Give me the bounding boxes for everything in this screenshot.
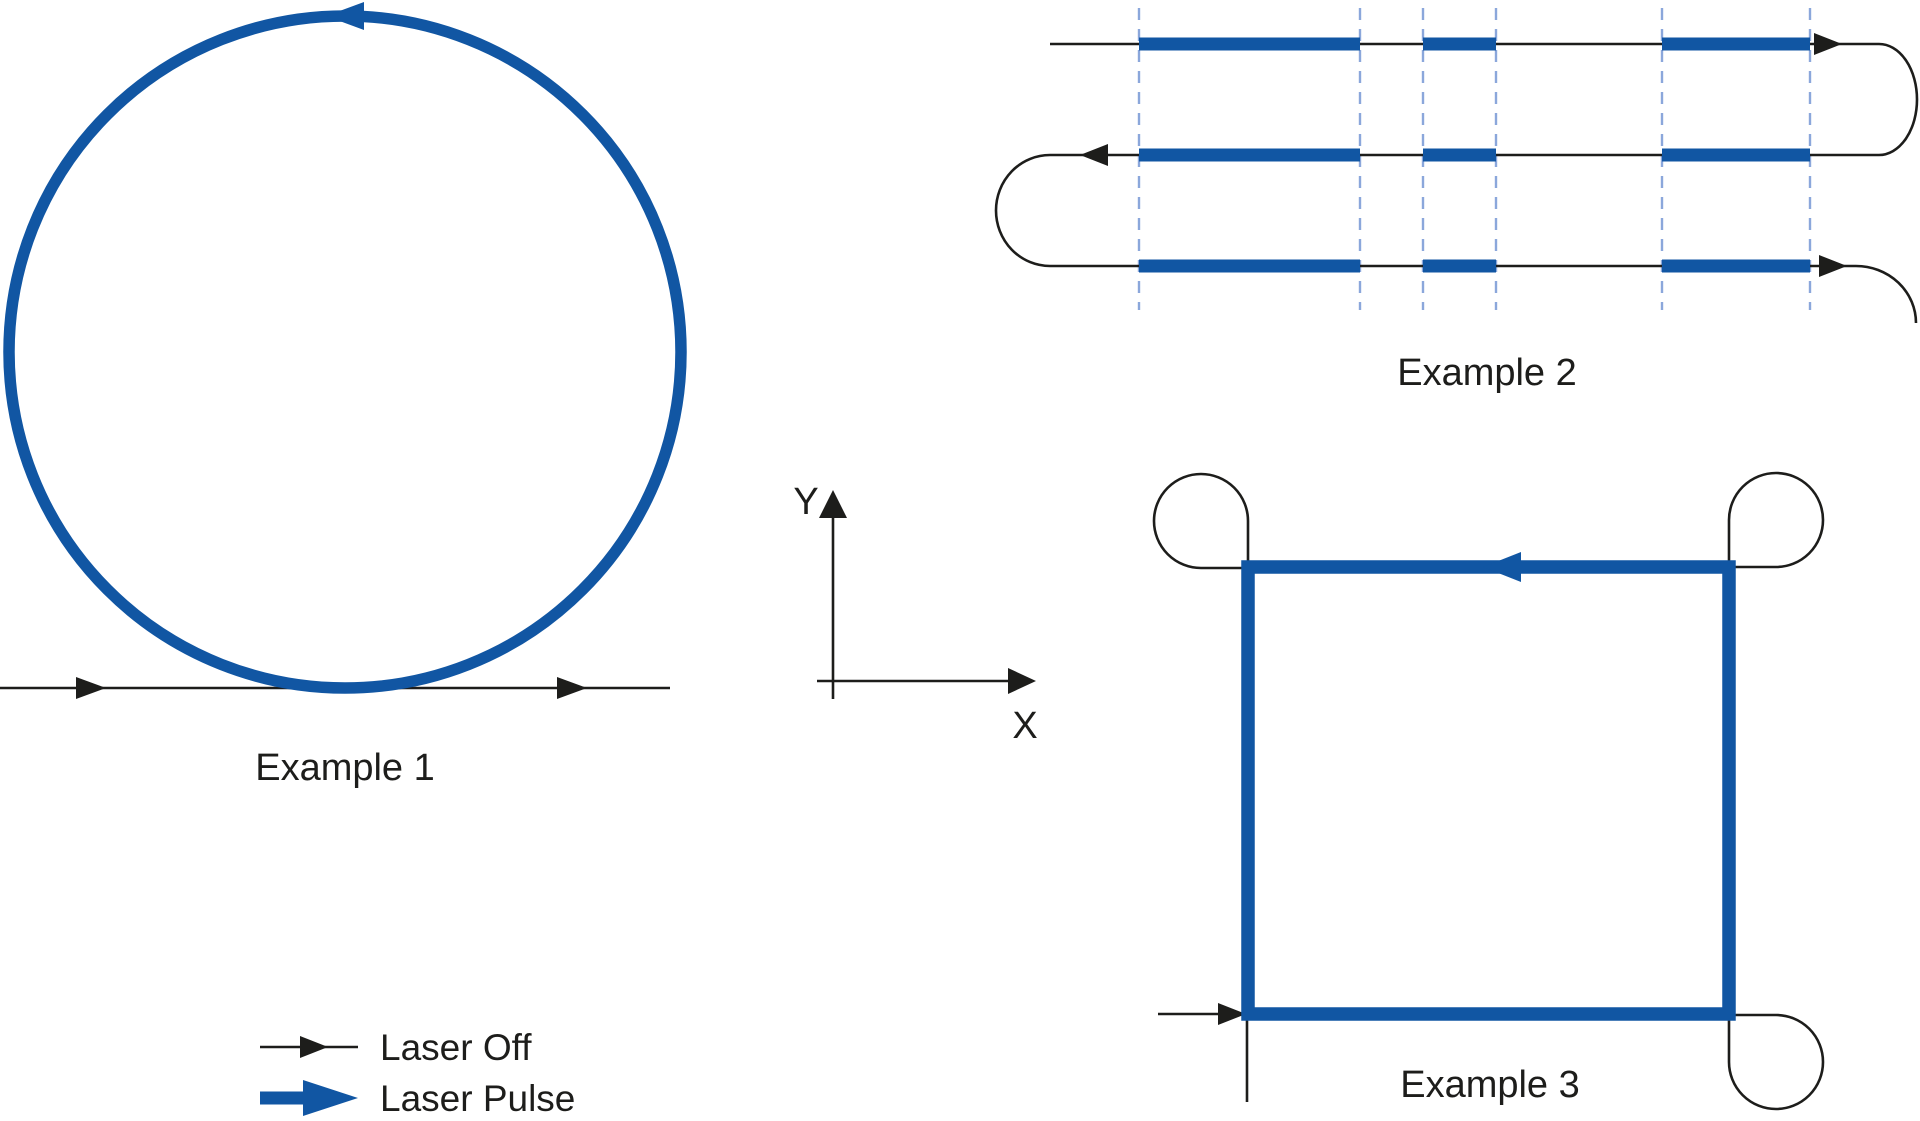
row-1-arrowhead: [1814, 33, 1842, 55]
example-3-caption: Example 3: [1400, 1064, 1580, 1106]
legend: Laser Off Laser Pulse: [260, 1027, 575, 1119]
legend-laser-pulse-arrowhead: [303, 1080, 358, 1116]
example-3-figure: Example 3: [1152, 471, 1825, 1111]
example-1-caption: Example 1: [255, 747, 435, 789]
y-axis-label: Y: [793, 481, 818, 523]
row-3-arrowhead: [1819, 255, 1847, 277]
legend-laser-off-label: Laser Off: [380, 1027, 532, 1068]
example-2-caption: Example 2: [1397, 352, 1577, 394]
laser-off-serpentine-path: [994, 42, 1919, 324]
x-axis-label: X: [1012, 705, 1037, 747]
laser-pulse-arrowhead: [326, 2, 364, 30]
legend-laser-off-arrowhead: [300, 1036, 328, 1058]
corner-loop-bottom-right: [1727, 1013, 1825, 1111]
y-axis-arrowhead: [819, 490, 847, 518]
laser-off-arrowhead-left: [76, 677, 106, 699]
square-direction-arrowhead: [1483, 552, 1521, 582]
example-1-figure: Example 1: [0, 2, 687, 789]
laser-pulse-square: [1241, 560, 1736, 1021]
laser-off-arrowhead-right: [557, 677, 587, 699]
x-axis-arrowhead: [1008, 668, 1036, 694]
laser-pulse-circle: [3, 10, 687, 694]
coordinate-axes: Y X: [793, 481, 1037, 747]
lead-in-arrowhead: [1218, 1003, 1246, 1025]
corner-loop-top-right: [1727, 471, 1825, 569]
row-2-arrowhead: [1080, 144, 1108, 166]
corner-loop-top-left: [1152, 472, 1250, 570]
example-2-figure: Example 2: [994, 8, 1919, 394]
legend-laser-pulse-label: Laser Pulse: [380, 1078, 575, 1119]
